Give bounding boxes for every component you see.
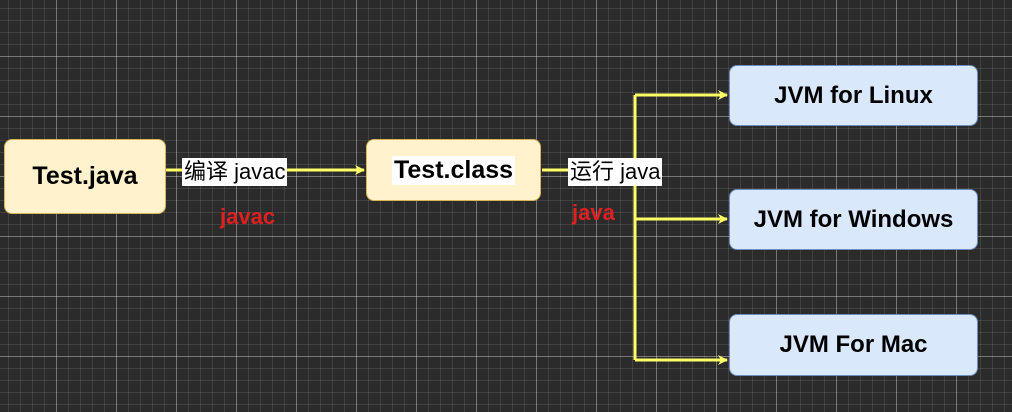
node-test-java-label: Test.java — [32, 162, 138, 190]
node-jvm-windows[interactable]: JVM for Windows — [729, 189, 978, 250]
node-test-class-label: Test.class — [391, 155, 516, 185]
edge-label-compile: 编译 javac — [182, 158, 288, 186]
node-jvm-mac-label: JVM For Mac — [779, 331, 928, 358]
node-jvm-mac[interactable]: JVM For Mac — [729, 314, 978, 376]
annotation-java: java — [572, 200, 615, 225]
arrow-run-trunk — [542, 95, 637, 360]
node-test-java[interactable]: Test.java — [4, 139, 166, 214]
node-jvm-windows-label: JVM for Windows — [753, 205, 954, 233]
node-jvm-linux[interactable]: JVM for Linux — [729, 65, 978, 126]
node-test-class[interactable]: Test.class — [366, 139, 541, 201]
edge-label-run: 运行 java — [568, 158, 663, 186]
node-jvm-linux-label: JVM for Linux — [774, 81, 933, 109]
annotation-javac: javac — [220, 204, 276, 229]
